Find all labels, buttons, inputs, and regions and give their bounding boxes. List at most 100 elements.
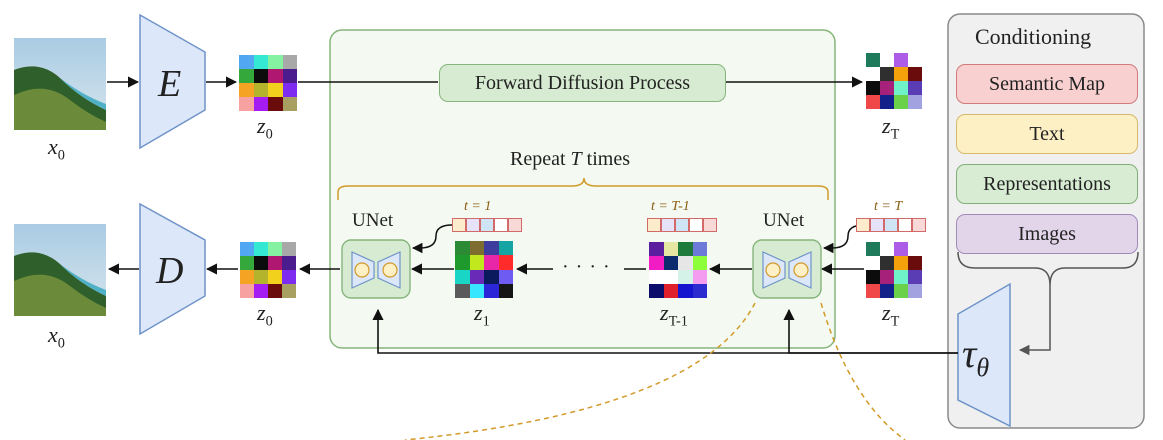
unet-left-label: UNet bbox=[352, 210, 394, 231]
latent-cell bbox=[455, 241, 470, 256]
latent-cell bbox=[663, 256, 678, 270]
unet-right-block bbox=[752, 239, 822, 299]
latent-cell bbox=[254, 270, 268, 284]
forward-diffusion-box: Forward Diffusion Process bbox=[439, 64, 726, 102]
latent-cell bbox=[455, 269, 470, 284]
input-x0-label: x0 bbox=[48, 134, 65, 164]
arrow-tT-to-unet bbox=[822, 224, 865, 254]
latent-cell bbox=[880, 256, 894, 270]
latent-cell bbox=[866, 67, 880, 81]
latent-cell bbox=[498, 241, 513, 256]
tau-label: τθ bbox=[962, 331, 990, 382]
latent-cell bbox=[239, 83, 254, 97]
latent-zT-top bbox=[866, 53, 922, 109]
latent-cell bbox=[908, 81, 922, 95]
latent-cell bbox=[908, 284, 922, 298]
conditioning-item: Semantic Map bbox=[956, 64, 1138, 104]
timestep-embedding-tT1 bbox=[647, 218, 717, 232]
latent-cell bbox=[908, 256, 922, 270]
timestep-cell bbox=[870, 218, 884, 232]
latent-cell bbox=[894, 284, 908, 298]
latent-cell bbox=[692, 270, 707, 284]
latent-cell bbox=[880, 53, 894, 67]
timestep-cell bbox=[466, 218, 480, 232]
bracket-to-tau-arrow bbox=[1018, 285, 1051, 356]
latent-cell bbox=[282, 97, 297, 111]
timestep-cell bbox=[661, 218, 675, 232]
latent-cell bbox=[469, 283, 484, 298]
tau-block bbox=[957, 282, 1011, 428]
latent-cell bbox=[240, 256, 254, 270]
latent-cell bbox=[908, 95, 922, 109]
latent-cell bbox=[866, 53, 880, 67]
latent-z0-bottom bbox=[240, 242, 296, 298]
latent-cell bbox=[469, 241, 484, 256]
latent-cell bbox=[866, 81, 880, 95]
latent-cell bbox=[484, 283, 499, 298]
z0-top-label: z0 bbox=[257, 113, 273, 143]
latent-cell bbox=[649, 242, 664, 256]
latent-z0-top bbox=[239, 55, 297, 111]
encoder-block bbox=[139, 13, 206, 150]
latent-cell bbox=[649, 270, 664, 284]
latent-cell bbox=[253, 55, 268, 69]
conditioning-item: Text bbox=[956, 114, 1138, 154]
latent-cell bbox=[880, 242, 894, 256]
latent-cell bbox=[692, 242, 707, 256]
latent-zT1 bbox=[649, 242, 707, 298]
latent-cell bbox=[908, 67, 922, 81]
latent-cell bbox=[268, 55, 283, 69]
latent-cell bbox=[253, 69, 268, 83]
latent-cell bbox=[282, 270, 296, 284]
timestep-cell bbox=[703, 218, 717, 232]
latent-cell bbox=[894, 256, 908, 270]
latent-cell bbox=[692, 284, 707, 298]
latent-cell bbox=[484, 269, 499, 284]
latent-cell bbox=[866, 270, 880, 284]
latent-cell bbox=[268, 284, 282, 298]
latent-cell bbox=[678, 284, 693, 298]
conditioning-item: Images bbox=[956, 214, 1138, 254]
latent-zT-bottom bbox=[866, 242, 922, 298]
latent-cell bbox=[484, 255, 499, 270]
latent-cell bbox=[908, 270, 922, 284]
latent-cell bbox=[268, 69, 283, 83]
latent-cell bbox=[678, 270, 693, 284]
latent-cell bbox=[866, 256, 880, 270]
latent-cell bbox=[239, 55, 254, 69]
latent-cell bbox=[880, 67, 894, 81]
latent-cell bbox=[240, 242, 254, 256]
latent-cell bbox=[254, 242, 268, 256]
latent-cell bbox=[240, 284, 254, 298]
latent-cell bbox=[894, 53, 908, 67]
latent-cell bbox=[282, 69, 297, 83]
latent-cell bbox=[484, 241, 499, 256]
latent-cell bbox=[880, 270, 894, 284]
latent-cell bbox=[866, 95, 880, 109]
timestep-cell bbox=[452, 218, 466, 232]
latent-cell bbox=[894, 67, 908, 81]
unet-right-label: UNet bbox=[763, 210, 805, 231]
latent-cell bbox=[908, 53, 922, 67]
latent-cell bbox=[894, 242, 908, 256]
latent-cell bbox=[894, 270, 908, 284]
latent-cell bbox=[678, 242, 693, 256]
timestep-t1-label: t = 1 bbox=[464, 199, 492, 214]
latent-cell bbox=[894, 95, 908, 109]
latent-cell bbox=[649, 284, 664, 298]
tau-to-right-unet bbox=[783, 308, 958, 354]
latent-cell bbox=[268, 97, 283, 111]
latent-cell bbox=[282, 284, 296, 298]
latent-cell bbox=[880, 284, 894, 298]
decoder-label: D bbox=[156, 250, 184, 292]
encoder-label: E bbox=[158, 63, 182, 105]
latent-cell bbox=[880, 95, 894, 109]
latent-cell bbox=[498, 269, 513, 284]
zT-top-label: zT bbox=[882, 113, 900, 143]
unet-left-block bbox=[341, 239, 411, 299]
timestep-cell bbox=[898, 218, 912, 232]
z0-bottom-label: z0 bbox=[257, 300, 273, 330]
latent-cell bbox=[498, 255, 513, 270]
latent-cell bbox=[692, 256, 707, 270]
